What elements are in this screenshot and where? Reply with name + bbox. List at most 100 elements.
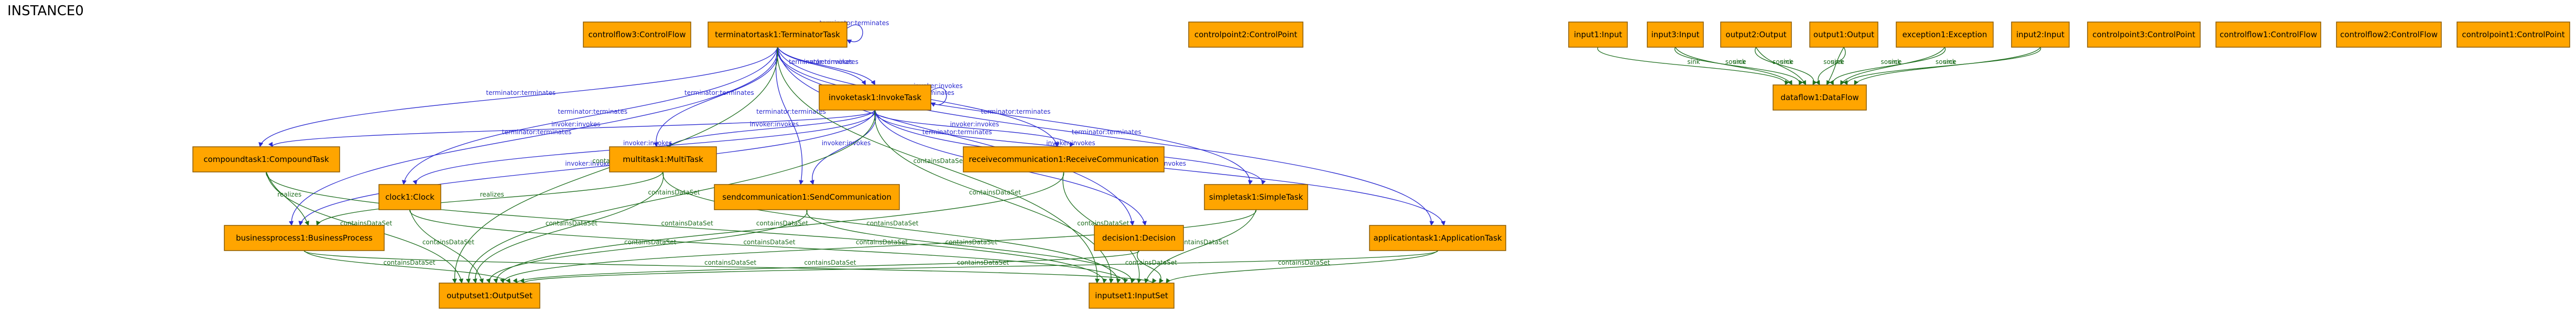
edge-label: terminator:terminates bbox=[1072, 128, 1142, 136]
node-inputset1[interactable]: inputset1:InputSet bbox=[1089, 283, 1175, 309]
edge-output1-to-dataflow1: sink bbox=[1826, 47, 1844, 85]
edge-label: containsDataSet bbox=[866, 220, 918, 227]
edge-line bbox=[1597, 47, 1789, 85]
edge-terminatortask1-to-simpletask1: terminator:terminates bbox=[777, 47, 1253, 185]
edge-label: source bbox=[1881, 58, 1902, 66]
node-receivecommunication1[interactable]: receivecommunication1:ReceiveCommunicati… bbox=[963, 146, 1165, 172]
edge-label: terminator:terminates bbox=[789, 58, 858, 66]
node-controlpoint3[interactable]: controlpoint3:ControlPoint bbox=[2087, 21, 2201, 48]
node-label: output1:Output bbox=[1813, 30, 1874, 39]
node-invoketask1[interactable]: invoketask1:InvokeTask bbox=[819, 84, 931, 111]
node-multitask1[interactable]: multitask1:MultiTask bbox=[609, 146, 717, 172]
node-simpletask1[interactable]: simpletask1:SimpleTask bbox=[1204, 184, 1308, 210]
edge-line bbox=[1854, 47, 2041, 85]
edge-label: containsDataSet bbox=[648, 189, 700, 196]
edge-terminatortask1-to-clock1: terminator:terminates bbox=[401, 47, 778, 185]
node-label: controlflow3:ControlFlow bbox=[589, 30, 686, 39]
edge-label: invoker:invokes bbox=[623, 139, 672, 147]
edge-label: sink bbox=[1780, 58, 1793, 66]
edge-line bbox=[809, 110, 876, 185]
edge-multitask1-to-businessprocess1: realizes bbox=[316, 171, 664, 226]
node-input1[interactable]: input1:Input bbox=[1568, 21, 1628, 48]
node-label: inputset1:InputSet bbox=[1095, 291, 1168, 300]
node-applicationtask1[interactable]: applicationtask1:ApplicationTask bbox=[1369, 225, 1506, 251]
edge-line bbox=[499, 209, 1257, 284]
node-box bbox=[1809, 21, 1878, 48]
node-label: input2:Input bbox=[2016, 30, 2064, 39]
node-controlflow3[interactable]: controlflow3:ControlFlow bbox=[583, 21, 691, 48]
node-controlpoint2[interactable]: controlpoint2:ControlPoint bbox=[1188, 21, 1303, 48]
node-terminatortask1[interactable]: terminatortask1:TerminatorTask bbox=[708, 21, 847, 48]
node-label: terminatortask1:TerminatorTask bbox=[715, 30, 840, 39]
node-output2[interactable]: output2:Output bbox=[1720, 21, 1792, 48]
edge-simpletask1-to-outputset1: containsDataSet bbox=[499, 209, 1257, 284]
edge-invoketask1-to-receivecommunication1: invoker:invokes bbox=[874, 110, 1074, 147]
edge-line bbox=[1843, 47, 2041, 85]
edge-label: invoker:invokes bbox=[950, 121, 999, 128]
edge-input2-to-dataflow1: source bbox=[1843, 47, 2041, 85]
edge-terminatortask1-to-invoketask1: invoker:invokes bbox=[777, 47, 876, 85]
node-label: controlpoint1:ControlPoint bbox=[2462, 30, 2564, 39]
edge-invoketask1-to-sendcommunication1: invoker:invokes bbox=[809, 110, 876, 185]
edge-line bbox=[1829, 47, 1946, 85]
edge-label: sink bbox=[1733, 58, 1745, 66]
edge-line bbox=[289, 47, 778, 226]
edge-invoketask1-to-outputset1: containsDataSet bbox=[465, 110, 876, 284]
edge-label: terminator:terminates bbox=[756, 108, 826, 115]
edge-line bbox=[298, 110, 876, 226]
node-outputset1[interactable]: outputset1:OutputSet bbox=[439, 283, 540, 309]
edge-line bbox=[777, 47, 1434, 226]
node-decision1[interactable]: decision1:Decision bbox=[1094, 225, 1184, 251]
node-compoundtask1[interactable]: compoundtask1:CompoundTask bbox=[192, 146, 340, 172]
node-box bbox=[224, 225, 385, 251]
edge-label: containsDataSet bbox=[661, 220, 713, 227]
node-input3[interactable]: input3:Input bbox=[1647, 21, 1704, 48]
edge-label: containsDataSet bbox=[1125, 259, 1177, 266]
edge-simpletask1-to-inputset1: containsDataSet bbox=[1144, 209, 1257, 284]
edge-terminatortask1-to-decision1: terminator:terminates bbox=[777, 47, 1135, 226]
node-controlflow1[interactable]: controlflow1:ControlFlow bbox=[2215, 21, 2321, 48]
node-input2[interactable]: input2:Input bbox=[2011, 21, 2070, 48]
edge-output2-to-dataflow1: source bbox=[1755, 47, 1807, 85]
node-sendcommunication1[interactable]: sendcommunication1:SendCommunication bbox=[714, 184, 900, 210]
edge-label: containsDataSet bbox=[969, 189, 1021, 196]
node-output1[interactable]: output1:Output bbox=[1809, 21, 1878, 48]
edge-label: terminator:terminates bbox=[486, 89, 556, 96]
node-exception1[interactable]: exception1:Exception bbox=[1896, 21, 1994, 48]
edge-line bbox=[303, 250, 511, 284]
edge-terminatortask1-to-compoundtask1: terminator:terminates bbox=[258, 47, 778, 147]
edge-receivecommunication1-to-outputset1: containsDataSet bbox=[493, 171, 1064, 284]
node-box bbox=[192, 146, 340, 172]
edge-compoundtask1-to-businessprocess1: realizes bbox=[266, 171, 309, 226]
node-box bbox=[1647, 21, 1704, 48]
node-box bbox=[708, 21, 847, 48]
edge-label: source bbox=[1773, 58, 1794, 66]
edge-multitask1-to-inputset1: containsDataSet bbox=[662, 171, 1121, 284]
node-box bbox=[583, 21, 691, 48]
edge-line bbox=[266, 171, 1107, 284]
node-box bbox=[1094, 225, 1184, 251]
node-label: dataflow1:DataFlow bbox=[1780, 93, 1858, 102]
edge-label: source bbox=[1823, 58, 1844, 66]
node-controlflow2[interactable]: controlflow2:ControlFlow bbox=[2336, 21, 2442, 48]
edge-sendcommunication1-to-outputset1: containsDataSet bbox=[486, 209, 808, 284]
node-controlpoint1[interactable]: controlpoint1:ControlPoint bbox=[2457, 21, 2570, 48]
edge-line bbox=[409, 209, 1128, 284]
edge-input1-to-dataflow1: sink bbox=[1597, 47, 1789, 85]
node-dataflow1[interactable]: dataflow1:DataFlow bbox=[1773, 84, 1867, 111]
node-label: invoketask1:InvokeTask bbox=[829, 93, 921, 102]
edge-line bbox=[1675, 47, 1803, 85]
node-businessprocess1[interactable]: businessprocess1:BusinessProcess bbox=[224, 225, 385, 251]
node-label: controlflow2:ControlFlow bbox=[2340, 30, 2438, 39]
node-label: output2:Output bbox=[1725, 30, 1786, 39]
node-box bbox=[1204, 184, 1308, 210]
edge-label: containsDataSet bbox=[957, 259, 1009, 266]
edge-label: invoker:invokes bbox=[565, 160, 614, 167]
node-clock1[interactable]: clock1:Clock bbox=[378, 184, 441, 210]
node-box bbox=[963, 146, 1165, 172]
node-box bbox=[378, 184, 441, 210]
edge-terminatortask1-to-multitask1: terminator:terminates bbox=[653, 47, 779, 147]
edge-label: invoker:invokes bbox=[1046, 139, 1095, 147]
edge-line bbox=[777, 47, 866, 85]
node-label: compoundtask1:CompoundTask bbox=[203, 155, 329, 164]
